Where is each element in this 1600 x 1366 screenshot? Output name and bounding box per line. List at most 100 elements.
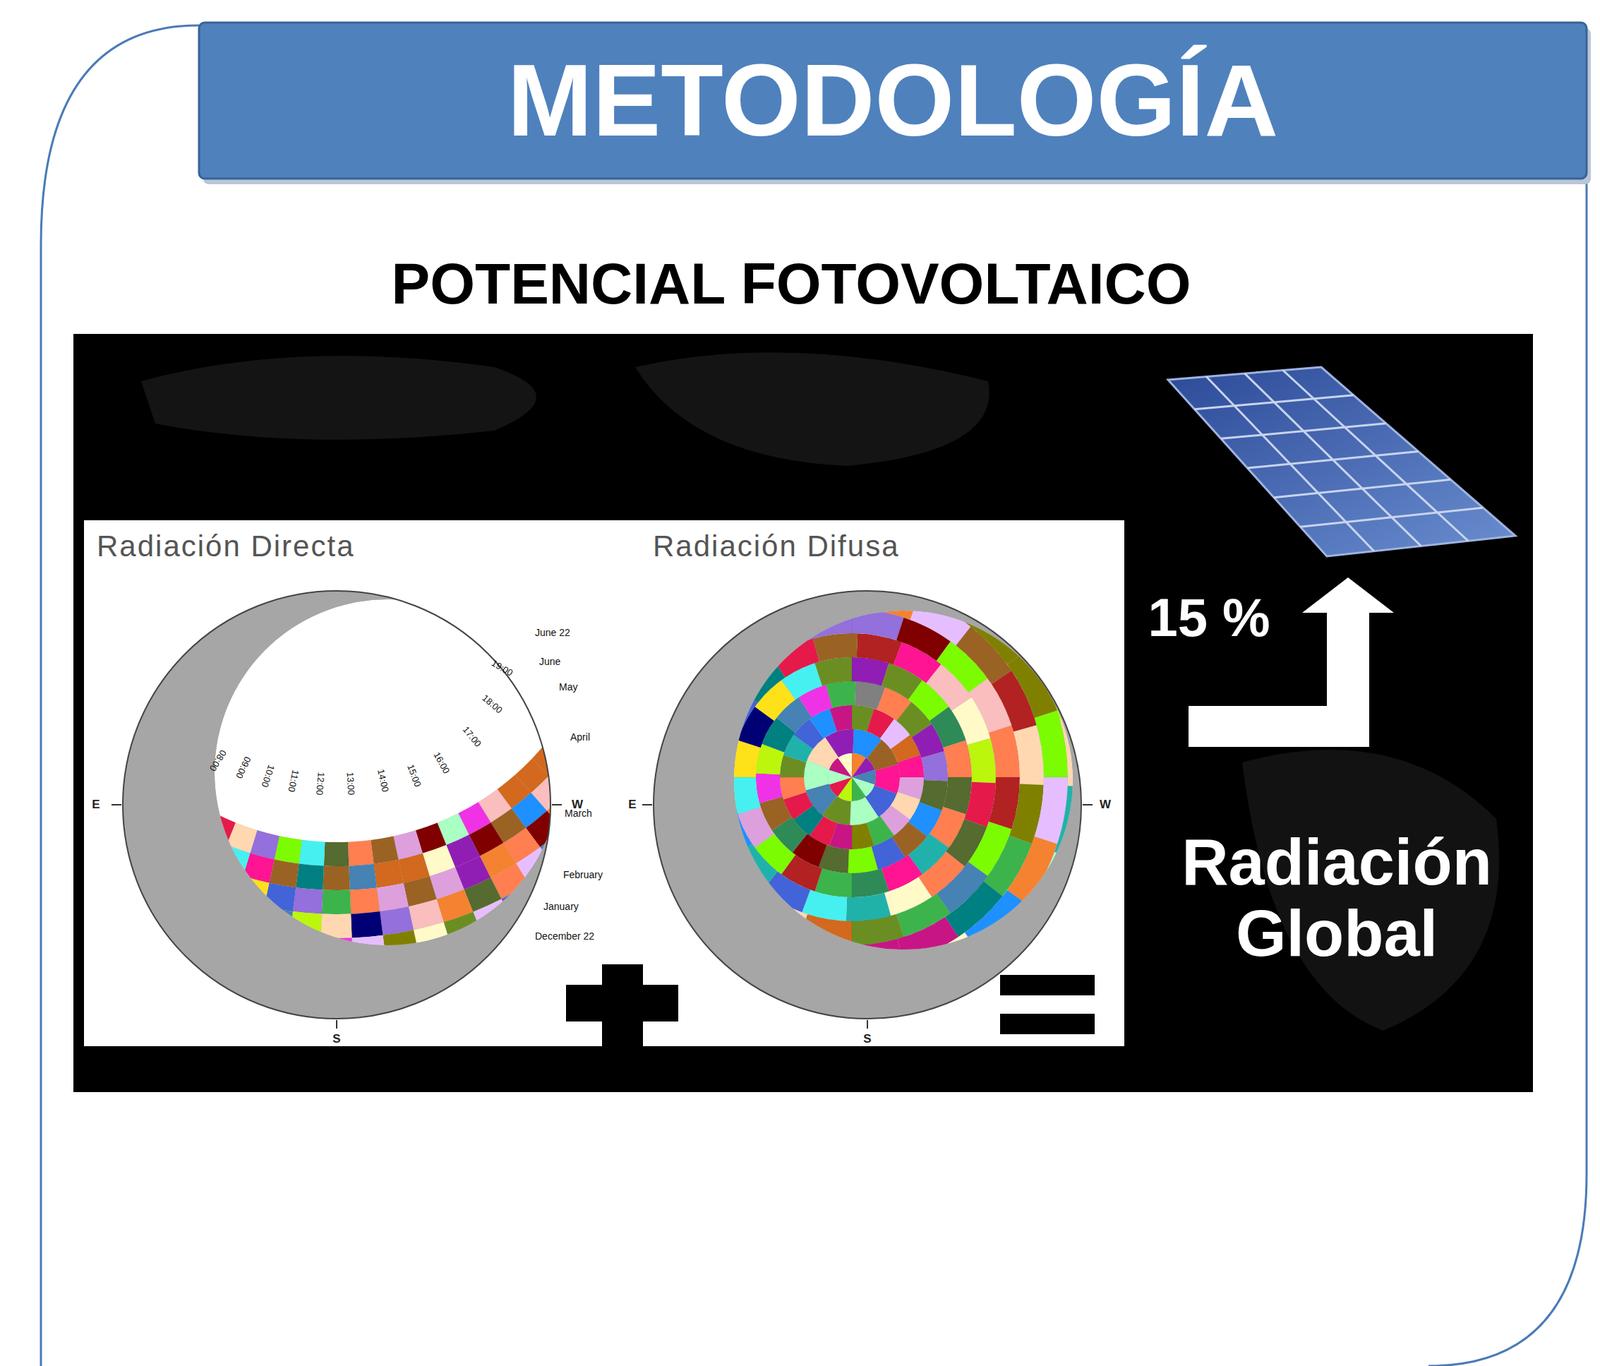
sky-cell [593, 693, 627, 727]
sky-cell [600, 726, 636, 764]
sky-cell [755, 773, 783, 804]
sky-cell [203, 813, 236, 845]
sky-cell [598, 616, 627, 646]
sky-map-drawing [121, 589, 552, 1020]
map-blob [635, 352, 990, 466]
sky-cell [35, 669, 68, 703]
sky-cell [37, 726, 73, 763]
sky-cell [13, 676, 46, 713]
sky-cell [620, 738, 657, 777]
sky-cell [583, 786, 622, 826]
solar-cell-line [1300, 507, 1484, 527]
sky-cell [370, 835, 399, 864]
plus-sign [602, 964, 643, 1051]
map-heading: Radiación Difusa [652, 528, 900, 564]
sky-cell [646, 836, 697, 905]
compass-letter: W [1099, 797, 1111, 812]
sky-cell [725, 571, 751, 607]
sky-cell [707, 771, 737, 816]
sky-cell [69, 771, 107, 809]
sky-cell [753, 617, 808, 661]
sky-outline [122, 590, 551, 1019]
sky-cell [626, 596, 654, 626]
sky-cell [79, 702, 113, 737]
sky-cell [715, 861, 768, 914]
sky-cell [32, 762, 70, 802]
sky-cell [0, 831, 37, 875]
sky-cell [683, 724, 715, 778]
sky-cell [290, 911, 322, 938]
sky-cell [837, 753, 852, 778]
sky-cell [491, 941, 535, 979]
sky-cell [841, 985, 917, 1018]
sky-cell [118, 846, 157, 883]
sky-cell [259, 906, 293, 936]
sky-cell [161, 789, 195, 823]
sky-cell [676, 889, 739, 953]
sky-cell [322, 865, 350, 890]
sky-cell [413, 921, 451, 953]
sky-cell [848, 846, 878, 874]
sky-cell [614, 702, 649, 739]
sky-cell [16, 738, 53, 777]
sky-cell [724, 571, 793, 622]
sky-cell [0, 789, 33, 832]
solar-cell-line [1244, 373, 1422, 547]
sky-cell [717, 688, 759, 736]
sky-cell [659, 657, 691, 694]
sky-cell [692, 678, 736, 733]
sky-cell [1007, 836, 1058, 905]
sky-cell [319, 937, 353, 962]
result-label: Radiación Global [1153, 826, 1521, 970]
sky-map-drawing [652, 589, 1083, 1020]
sky-disc [653, 590, 1082, 1019]
sky-cell [626, 517, 654, 547]
sky-cell [418, 945, 458, 977]
sky-cell [72, 736, 108, 772]
sky-cell [388, 976, 429, 1007]
sky-cell [611, 767, 644, 842]
sky-cell [235, 875, 269, 907]
sky-cell [1021, 851, 1078, 926]
sky-cell [582, 882, 627, 925]
sky-cell [926, 551, 1001, 608]
compass-tick [335, 1019, 338, 1029]
sky-cell [618, 816, 660, 859]
sky-cell [614, 645, 645, 678]
sky-cell [731, 777, 761, 815]
sky-cell [299, 839, 326, 866]
sky-cell [320, 913, 352, 938]
sky-cell [171, 877, 209, 912]
sky-cell [0, 749, 33, 790]
sky-cell [610, 858, 654, 901]
sky-cell [0, 803, 15, 847]
sky-cell [123, 758, 158, 793]
sky-cell [715, 640, 768, 693]
sky-cell [182, 855, 218, 889]
month-label: June [539, 655, 561, 667]
sky-cell [214, 945, 254, 977]
sky-cell [707, 726, 739, 773]
sky-cell [645, 625, 675, 658]
sky-cell [635, 777, 670, 845]
sky-cell [376, 882, 409, 912]
sky-cell [106, 923, 150, 963]
sky-cell [799, 609, 852, 641]
sky-cell [4, 651, 36, 686]
compass-tick [551, 803, 562, 806]
sky-cell [353, 982, 392, 1010]
solar-cell-line [1273, 479, 1451, 497]
sky-cell [68, 682, 101, 715]
sky-cell [851, 822, 875, 850]
sky-cell [443, 911, 483, 946]
compass-tick [866, 1019, 869, 1029]
sky-cell [12, 776, 51, 817]
sky-cell [181, 933, 222, 968]
sky-cell [582, 661, 615, 693]
sky-cell [813, 633, 858, 662]
sky-cell [118, 903, 161, 941]
sky-cell [652, 897, 718, 966]
sky-cell [141, 774, 176, 809]
sky-cell [18, 570, 44, 598]
